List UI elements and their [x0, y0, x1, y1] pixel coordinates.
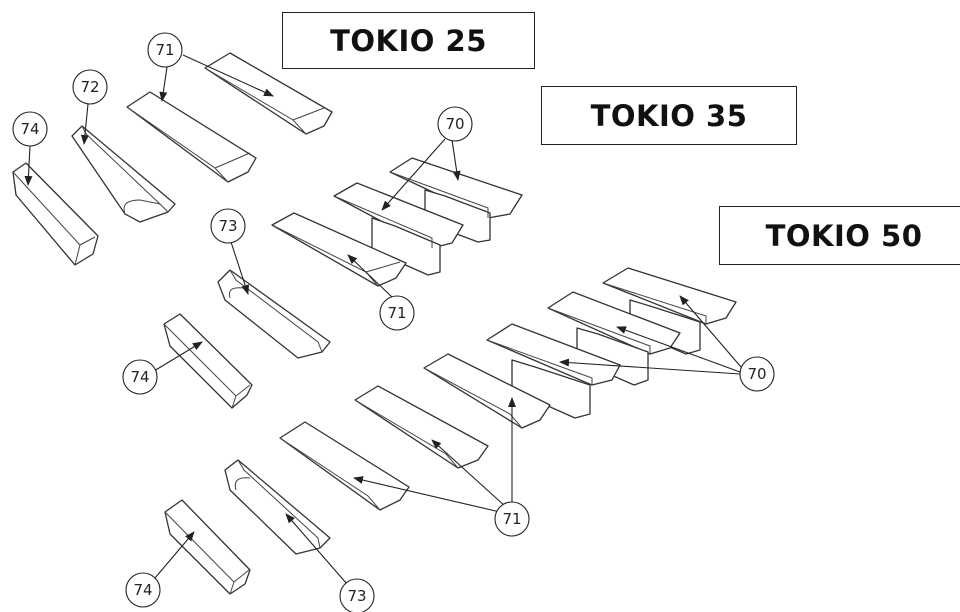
- leader-arrow: [80, 103, 89, 145]
- callout-number: 74: [20, 120, 39, 138]
- leader-arrow: [154, 531, 195, 579]
- leader-arrow: [381, 138, 446, 211]
- callout-number: 74: [133, 581, 152, 599]
- leader-lines: [24, 54, 742, 585]
- callout-number: 73: [218, 217, 237, 235]
- tokio-25-parts: [12, 52, 333, 266]
- part-71-slab: [279, 421, 410, 511]
- callout-73-mid: 73: [210, 208, 246, 244]
- callout-70-mid: 70: [437, 106, 473, 142]
- callout-number: 73: [347, 587, 366, 605]
- leader-arrow: [285, 513, 348, 585]
- part-70-support: [389, 157, 523, 243]
- leader-arrow: [353, 476, 501, 513]
- leader-arrow: [431, 439, 507, 508]
- part-73-curved-rail: [224, 459, 331, 555]
- part-74-block: [163, 313, 253, 409]
- callout-71-mid: 71: [379, 295, 415, 331]
- callout-number: 72: [80, 78, 99, 96]
- callout-71-bottom: 71: [494, 501, 530, 537]
- part-70-support: [486, 323, 621, 419]
- callout-74-bottom: 74: [125, 572, 161, 608]
- part-73-curved-rail: [217, 269, 331, 359]
- callout-number: 70: [445, 115, 464, 133]
- leader-arrow: [230, 241, 250, 295]
- model-label-tokio-50: TOKIO 50: [719, 206, 960, 265]
- leader-arrow: [451, 139, 461, 181]
- part-71-slab: [354, 385, 489, 469]
- leader-arrow: [153, 341, 203, 372]
- model-label-tokio-35: TOKIO 35: [541, 86, 797, 145]
- callout-74-top: 74: [12, 111, 48, 147]
- leader-arrow: [559, 358, 741, 375]
- model-label-tokio-25: TOKIO 25: [282, 12, 535, 69]
- callout-74-mid: 74: [122, 359, 158, 395]
- callout-70-right: 70: [739, 356, 775, 392]
- part-72-curved-rail: [71, 125, 176, 223]
- callout-number: 71: [155, 41, 174, 59]
- leader-arrow: [616, 326, 741, 373]
- callout-number: 71: [387, 304, 406, 322]
- part-71-slab: [126, 91, 257, 183]
- leader-arrow: [182, 54, 274, 97]
- part-70-support: [333, 182, 464, 276]
- callout-number: 74: [130, 368, 149, 386]
- leader-arrow: [679, 295, 742, 368]
- callout-71-top: 71: [147, 32, 183, 68]
- callout-number: 70: [747, 365, 766, 383]
- part-74-block: [12, 162, 99, 266]
- part-71-slab: [423, 353, 551, 429]
- callout-73-bottom: 73: [339, 578, 375, 612]
- leader-arrow: [347, 254, 393, 298]
- leader-arrow: [24, 145, 33, 186]
- callout-number: 71: [502, 510, 521, 528]
- callout-72: 72: [72, 69, 108, 105]
- leader-arrow: [159, 66, 168, 102]
- part-74-block: [164, 499, 251, 595]
